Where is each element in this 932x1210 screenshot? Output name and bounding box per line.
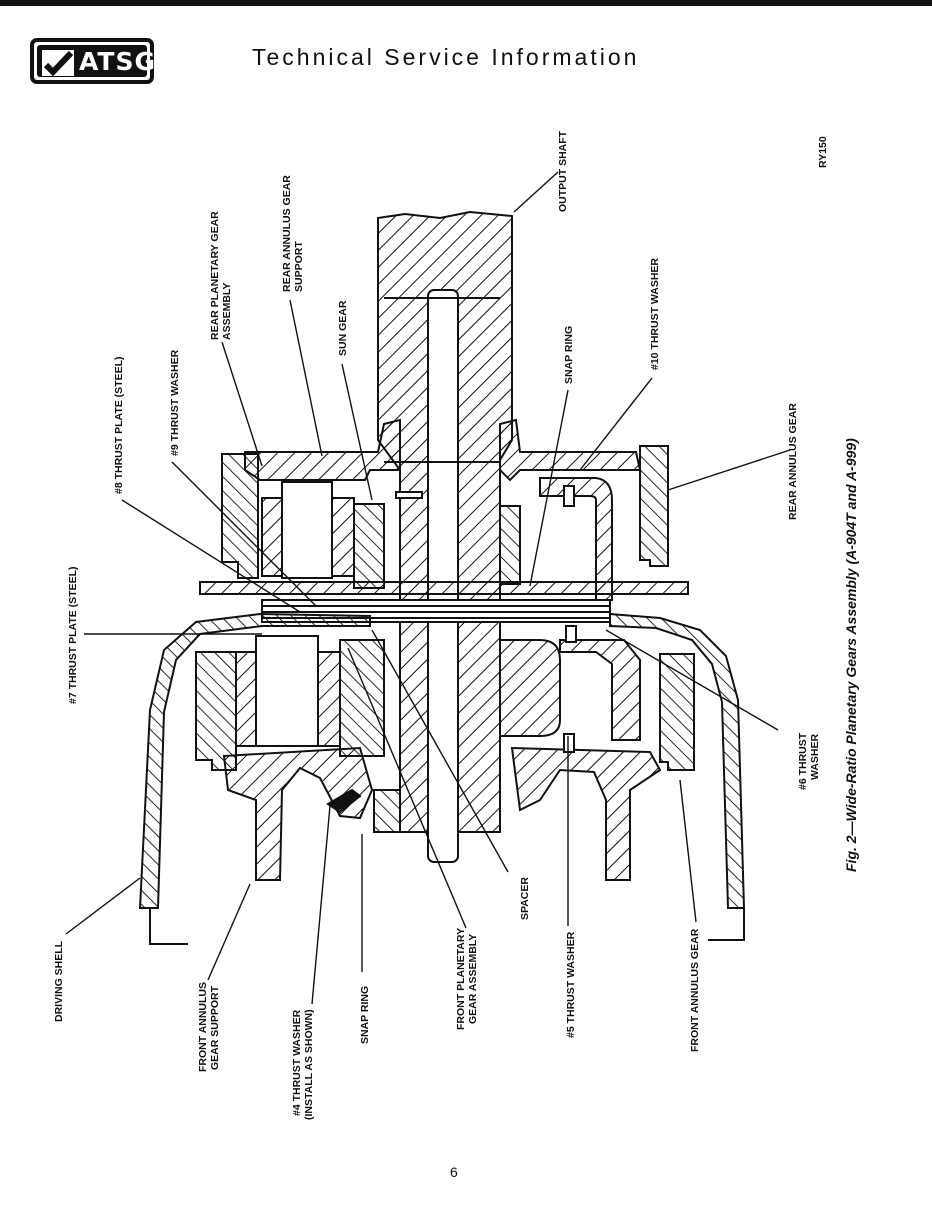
label-thrust-plate-8: #8 THRUST PLATE (STEEL)	[113, 357, 125, 494]
label-front-annulus-gear: FRONT ANNULUS GEAR	[689, 928, 701, 1052]
front-drum-right	[499, 639, 561, 737]
diagram-labels: OUTPUT SHAFT RY150 REAR ANNULUS GEAR SUP…	[53, 130, 829, 1120]
figure-caption: Fig. 2—Wide-Ratio Planetary Gears Assemb…	[843, 438, 859, 872]
front-planet-pinion	[255, 635, 319, 747]
label-thrust-washer-6-line1: #6 THRUST	[797, 732, 809, 790]
label-rear-planetary-line1: REAR PLANETARY GEAR	[209, 211, 221, 340]
rear-planet-teeth-right	[331, 497, 355, 577]
logo-badge: ATSG	[37, 45, 155, 77]
rear-annulus-gear-right	[639, 445, 669, 567]
label-thrust-washer-9: #9 THRUST WASHER	[169, 349, 181, 456]
thrust-washer-4	[326, 788, 362, 814]
rear-planet-pinion	[281, 481, 333, 579]
driving-shell-right	[609, 612, 746, 909]
spacer	[373, 789, 401, 833]
label-spacer: SPACER	[519, 877, 531, 920]
sun-gear-rear	[353, 503, 385, 589]
lube-pin-4	[565, 625, 577, 643]
rear-planet-teeth-left	[261, 497, 283, 577]
atsg-logo: ATSG	[30, 38, 155, 84]
check-mark-icon	[42, 50, 74, 77]
front-annulus-support-right	[510, 746, 662, 881]
label-thrust-washer-4-line1: #4 THRUST WASHER	[291, 1009, 303, 1116]
sun-gear-front	[339, 639, 385, 757]
rear-annulus-support-right	[499, 418, 642, 482]
label-output-shaft: OUTPUT SHAFT	[557, 130, 569, 212]
lube-pin-2	[563, 485, 575, 507]
label-driving-shell: DRIVING SHELL	[53, 940, 65, 1022]
shaft-center-bore	[427, 289, 459, 863]
logo-text: ATSG	[79, 47, 156, 76]
assembly-drawing	[138, 210, 746, 945]
rear-annulus-gear-left	[221, 453, 259, 579]
label-front-planetary-line2: GEAR ASSEMBLY	[467, 934, 479, 1024]
label-figure-code: RY150	[817, 136, 829, 168]
label-rear-annulus-support-line2: SUPPORT	[293, 241, 305, 292]
label-sun-gear: SUN GEAR	[337, 300, 349, 356]
label-rear-annulus-gear: REAR ANNULUS GEAR	[787, 403, 799, 520]
front-planet-teeth-left	[235, 651, 257, 747]
lube-pin-3	[563, 733, 575, 753]
label-thrust-washer-10: #10 THRUST WASHER	[649, 258, 661, 370]
label-front-planetary-line1: FRONT PLANETARY	[455, 928, 467, 1030]
label-rear-planetary-line2: ASSEMBLY	[221, 283, 233, 340]
label-front-annulus-support-line1: FRONT ANNULUS	[197, 982, 209, 1072]
label-snap-ring-upper: SNAP RING	[563, 326, 575, 384]
label-thrust-plate-7: #7 THRUST PLATE (STEEL)	[67, 567, 79, 704]
label-snap-ring-lower: SNAP RING	[359, 986, 371, 1044]
rear-annulus-support	[244, 418, 401, 481]
front-planet-teeth-right	[317, 651, 341, 747]
driving-shell-foot	[149, 908, 188, 945]
rear-inner-ring-right	[499, 505, 521, 585]
driving-shell-foot-right	[708, 908, 745, 941]
front-annulus-gear-left	[195, 651, 237, 771]
front-annulus-support	[222, 746, 374, 881]
label-front-annulus-support-line2: GEAR SUPPORT	[209, 985, 221, 1070]
label-thrust-washer-5: #5 THRUST WASHER	[565, 931, 577, 1038]
label-thrust-washer-6-line2: WASHER	[809, 733, 821, 780]
leader-lines	[65, 171, 791, 1005]
front-annulus-gear-right	[659, 653, 695, 771]
page-number: 6	[450, 1164, 458, 1180]
lube-pin-1	[395, 491, 423, 499]
label-thrust-washer-4-line2: (INSTALL AS SHOWN)	[303, 1009, 315, 1120]
top-rule	[0, 0, 932, 6]
front-carrier-right	[559, 639, 641, 741]
header-title: Technical Service Information	[252, 44, 640, 70]
label-rear-annulus-support-line1: REAR ANNULUS GEAR	[281, 175, 293, 292]
driving-shell	[138, 612, 371, 909]
rear-drive-plate	[199, 581, 689, 595]
